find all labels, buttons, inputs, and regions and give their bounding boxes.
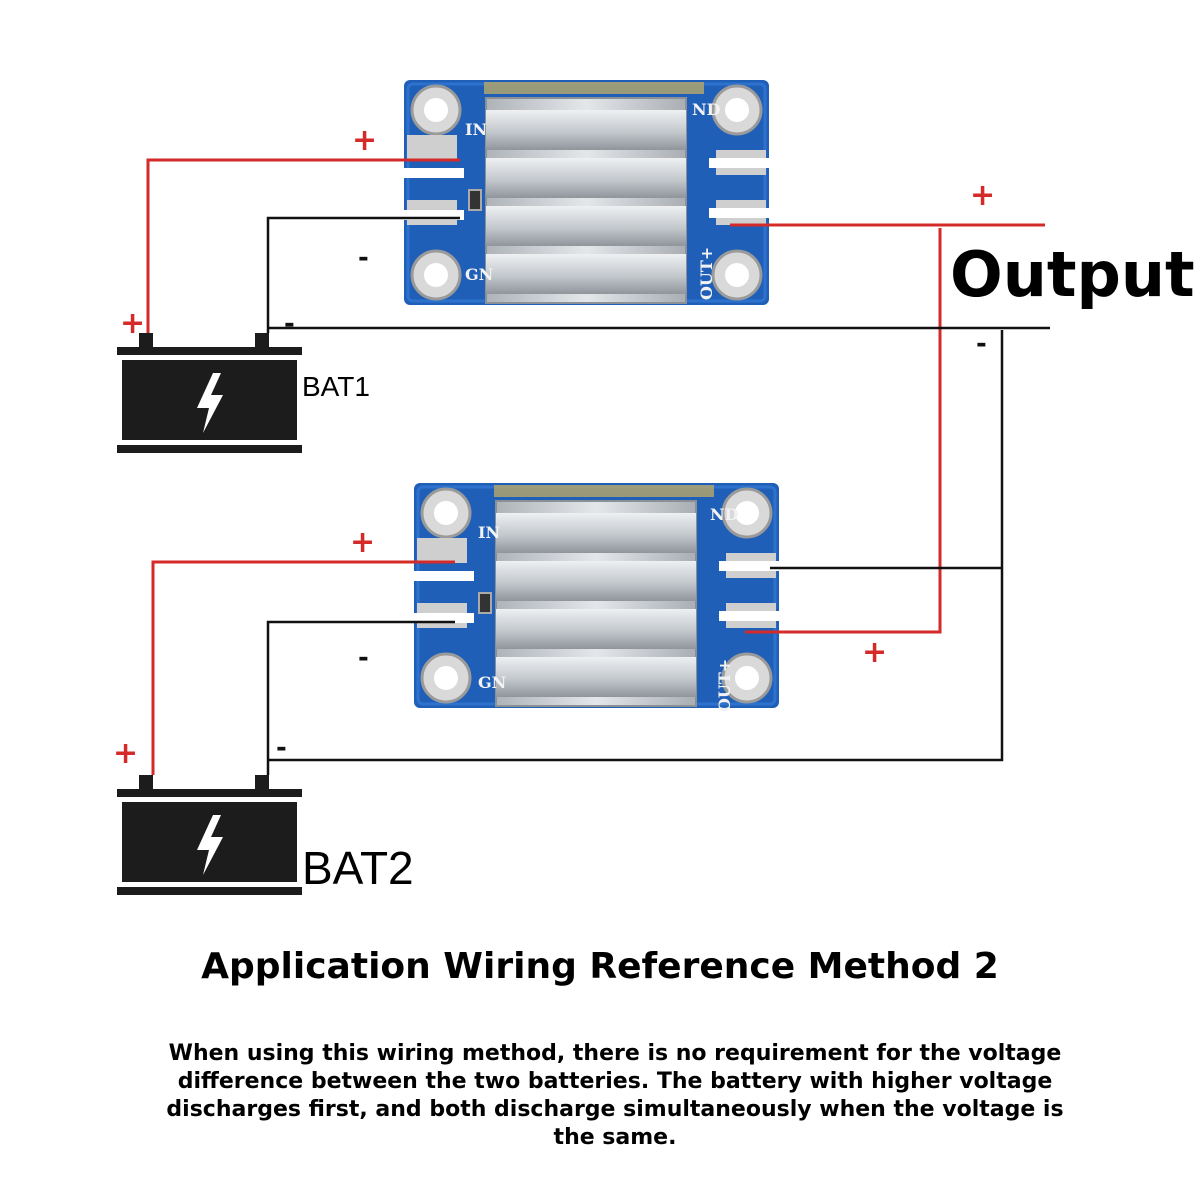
bat1-positive-wire	[146, 158, 460, 333]
battery-2-label: BAT2	[302, 842, 414, 894]
module1-in-label: IN	[465, 120, 487, 139]
battery-2	[117, 775, 302, 895]
plus-sign: +	[352, 123, 377, 158]
minus-sign: -	[976, 329, 987, 359]
battery-1-label: BAT1	[302, 371, 370, 402]
minus-sign: -	[276, 733, 287, 763]
module2-nd-label: ND	[710, 505, 739, 524]
module1-nd-label: ND	[692, 100, 721, 119]
module1-gnd-label: GN	[465, 265, 493, 284]
plus-sign: +	[350, 525, 375, 560]
plus-sign: +	[862, 635, 887, 670]
battery-1	[117, 333, 302, 453]
bat1-negative-to-module-wire	[266, 216, 460, 333]
minus-sign: -	[358, 243, 369, 273]
plus-sign: +	[113, 736, 138, 771]
module2-out-label: OUT+	[715, 659, 734, 712]
module2-in-label: IN	[478, 523, 500, 542]
module2-out-positive-wire	[745, 228, 942, 634]
diagram-title: Application Wiring Reference Method 2	[201, 946, 999, 987]
minus-sign: -	[358, 643, 369, 673]
minus-sign: -	[284, 309, 295, 339]
output-label: Output	[950, 238, 1195, 311]
bat2-positive-wire	[151, 560, 455, 775]
diagram-description: When using this wiring method, there is …	[166, 1041, 1064, 1150]
module1-out-label: OUT+	[697, 247, 716, 300]
negative-return-wire	[268, 330, 1004, 762]
plus-sign: +	[970, 178, 995, 213]
bat2-negative-to-module-wire	[266, 620, 455, 775]
plus-sign: +	[120, 306, 145, 341]
module2-gnd-label: GN	[478, 673, 506, 692]
